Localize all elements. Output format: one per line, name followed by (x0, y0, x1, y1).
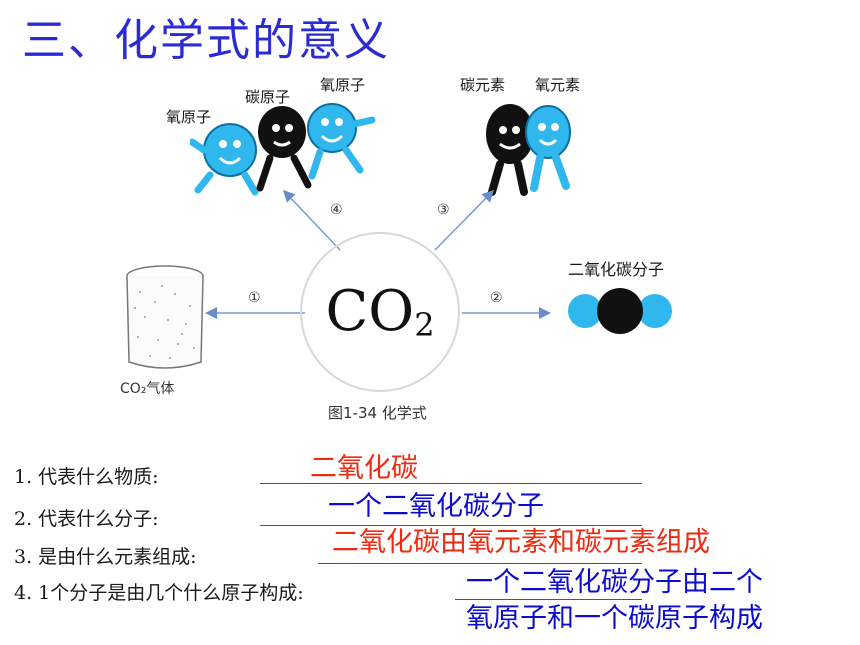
question-1: 1. 代表什么物质: (14, 466, 159, 488)
answer-line-1 (260, 483, 642, 484)
atom-cartoon-group-left (190, 103, 376, 196)
label-co2-gas: CO₂气体 (120, 381, 175, 397)
question-4: 4. 1个分子是由几个什么原子构成: (14, 582, 304, 604)
arrow-1-label: ① (248, 290, 261, 306)
answer-2: 一个二氧化碳分子 (328, 491, 544, 522)
co2-molecule-icon (568, 288, 672, 334)
answer-3: 二氧化碳由氧元素和碳元素组成 (332, 527, 710, 558)
arrow-2-label: ② (490, 290, 503, 306)
question-3: 3. 是由什么元素组成: (14, 546, 197, 568)
oxygen-element-icon (525, 105, 571, 192)
answer-line-3 (318, 563, 642, 564)
arrow-3-label: ③ (437, 202, 450, 218)
formula-main: CO (325, 279, 415, 344)
label-co2-molecule: 二氧化碳分子 (568, 260, 665, 279)
oxygen-atom-left-icon (190, 123, 259, 196)
label-carbon-element: 碳元素 (460, 76, 506, 94)
page-title: 三、化学式的意义 (22, 15, 390, 66)
carbon-atom-icon (256, 106, 312, 192)
label-oxygen-element: 氧元素 (535, 76, 581, 94)
answer-1: 二氧化碳 (310, 453, 418, 484)
label-oxygen-atom-left: 氧原子 (166, 108, 212, 126)
label-oxygen-atom-right: 氧原子 (320, 76, 366, 94)
label-carbon-atom: 碳原子 (245, 88, 291, 106)
element-cartoon-group-right (486, 104, 571, 196)
answer-line-2 (260, 525, 642, 526)
oxygen-atom-right-icon (307, 103, 376, 180)
co2-formula-circle: CO2 (300, 232, 460, 392)
carbon-element-icon (486, 104, 534, 196)
question-2: 2. 代表什么分子: (14, 508, 159, 530)
answer-4-line-2: 氧原子和一个碳原子构成 (466, 603, 763, 634)
arrow-4-label: ④ (330, 202, 343, 218)
arrow-3-line (434, 189, 495, 251)
arrow-4-line (282, 189, 341, 251)
answer-line-4 (455, 599, 642, 600)
gas-jar-icon (126, 265, 204, 369)
formula-subscript: 2 (414, 306, 435, 344)
figure-caption: 图1-34 化学式 (328, 404, 427, 422)
answer-4-line-1: 一个二氧化碳分子由二个 (466, 567, 763, 598)
